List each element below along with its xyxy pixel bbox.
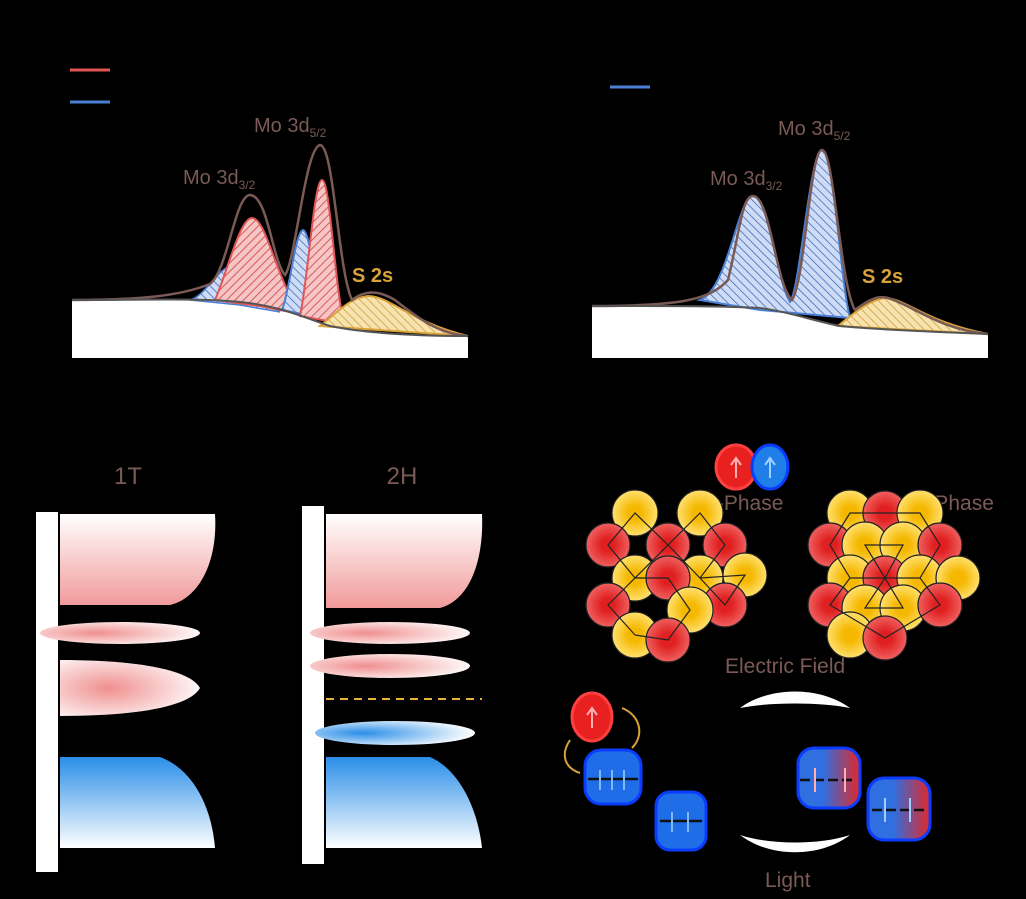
- red-peak-52: [298, 178, 346, 326]
- orbital-cluster-left: [563, 691, 708, 852]
- band-diagram-1t: 1T: [36, 463, 216, 872]
- axis-bar: [302, 506, 324, 864]
- label-mo52: Mo 3d5/2: [778, 118, 851, 143]
- baseline-curve: [71, 298, 469, 337]
- orbital-cluster-right: [796, 746, 932, 842]
- xps-panel-right: Mo 3d3/2 Mo 3d5/2 S 2s: [591, 85, 989, 358]
- envelope-curve: [591, 148, 989, 336]
- label-mo32: Mo 3d3/2: [710, 168, 783, 193]
- label-2h: 2H: [387, 463, 418, 490]
- envelope-curve: [71, 143, 469, 338]
- conduction-band: [60, 514, 216, 605]
- d-band-2: [310, 654, 470, 678]
- axis-bar: [36, 512, 58, 872]
- background-region: [72, 299, 468, 358]
- label-s2s: S 2s: [352, 265, 393, 287]
- label-light: Light: [765, 869, 811, 892]
- d-band-1: [310, 622, 470, 644]
- baseline-curve: [591, 305, 989, 335]
- spin-orbital-pair: [714, 443, 790, 491]
- light-arrow: [740, 835, 850, 853]
- label-mo32: Mo 3d3/2: [183, 167, 256, 192]
- lattice-1t: [807, 489, 981, 661]
- conduction-band: [326, 514, 483, 608]
- band-diagram-2h: 2H: [302, 463, 483, 864]
- label-electric-field: Electric Field: [725, 655, 845, 678]
- phase-transition-panel: 2H-Phase 1T-Phase: [563, 443, 994, 892]
- label-s2s: S 2s: [862, 266, 903, 288]
- valence-band: [326, 757, 482, 848]
- label-1t: 1T: [114, 463, 142, 490]
- xps-panel-left: Mo 3d3/2 Mo 3d5/2 S 2s: [70, 68, 469, 358]
- d-band-2: [60, 660, 200, 716]
- d-band-occupied: [315, 721, 475, 745]
- lattice-2h: [585, 489, 768, 663]
- electric-field-arrow: [740, 691, 850, 708]
- d-band-1: [40, 622, 200, 644]
- label-mo52: Mo 3d5/2: [254, 115, 327, 140]
- background-region: [592, 306, 988, 358]
- valence-band: [60, 757, 215, 848]
